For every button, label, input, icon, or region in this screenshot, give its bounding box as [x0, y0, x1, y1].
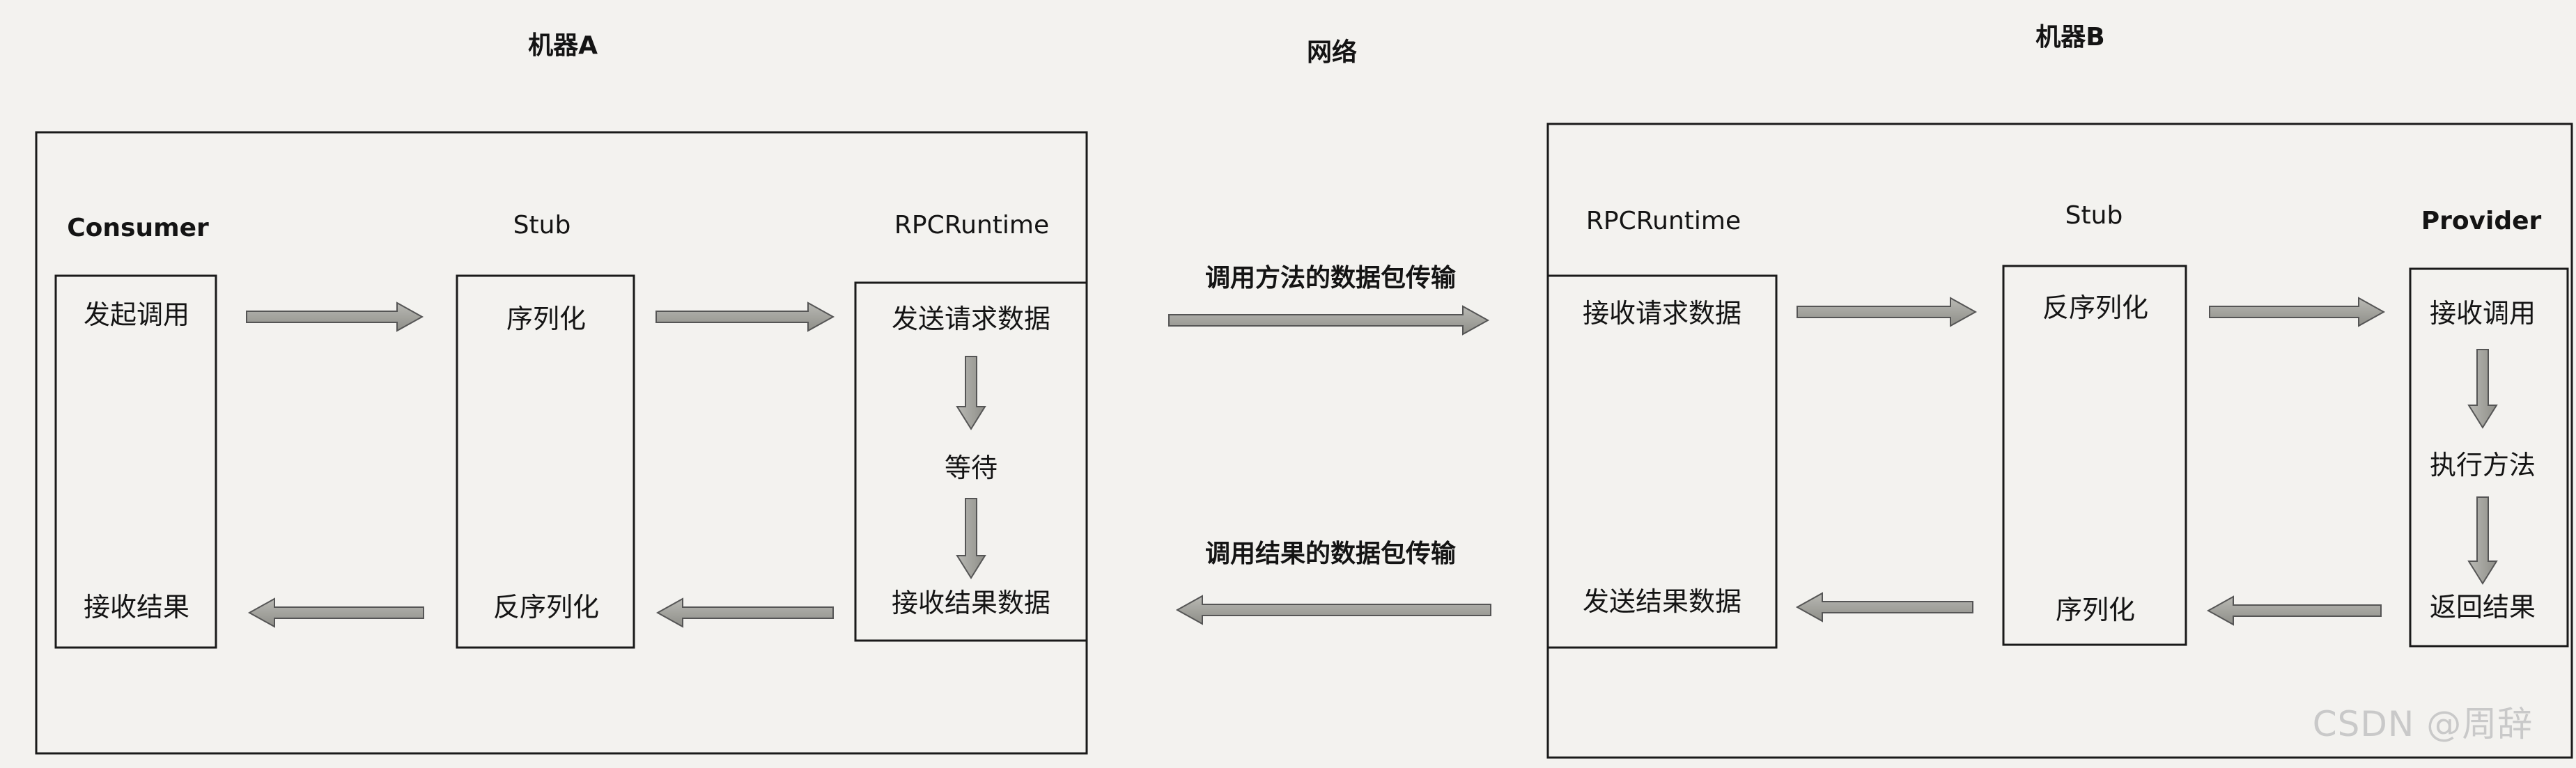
stub-b-title: Stub: [2065, 201, 2123, 230]
stub-a-serialize: 序列化: [506, 304, 587, 334]
arrow-receive-to-deserialize-a: [655, 597, 834, 628]
consumer-receive: 接收结果: [83, 592, 190, 622]
provider-box: [2409, 267, 2569, 648]
network-header: 网络: [1306, 38, 1358, 67]
arrow-execute-to-return: [2467, 496, 2498, 585]
consumer-box: [54, 274, 217, 649]
arrow-return-to-serialize: [2206, 595, 2382, 626]
arrow-deserialize-to-consumer: [247, 597, 424, 628]
runtime-a-wait: 等待: [944, 453, 998, 483]
arrow-send-to-wait: [956, 356, 986, 430]
arrow-receive-to-deserialize: [1797, 297, 1978, 327]
machine-a-header: 机器A: [528, 31, 598, 60]
arrow-wait-to-receive: [956, 498, 986, 579]
arrow-call-to-serialize: [246, 301, 424, 332]
runtime-b-receive: 接收请求数据: [1582, 298, 1742, 329]
provider-execute: 执行方法: [2429, 450, 2536, 480]
arrow-deserialize-to-provider: [2209, 297, 2386, 327]
runtime-a-box: [854, 281, 1088, 642]
arrow-network-request: [1168, 305, 1490, 336]
provider-receive: 接收调用: [2429, 298, 2536, 329]
arrow-network-response: [1175, 595, 1491, 625]
watermark: CSDN @周辞: [2312, 704, 2534, 744]
network-request-label: 调用方法的数据包传输: [1204, 264, 1457, 292]
runtime-a-send: 发送请求数据: [891, 304, 1051, 334]
runtime-b-box: [1546, 274, 1778, 649]
consumer-call: 发起调用: [83, 299, 190, 330]
consumer-title: Consumer: [67, 214, 209, 242]
arrow-serialize-to-send: [655, 301, 835, 332]
stub-b-deserialize: 反序列化: [2042, 292, 2149, 323]
stub-b-box: [2002, 265, 2187, 646]
stub-a-title: Stub: [513, 211, 571, 240]
stub-b-serialize: 序列化: [2055, 595, 2136, 625]
runtime-b-send: 发送结果数据: [1582, 586, 1742, 617]
arrow-serialize-to-send-result: [1795, 592, 1973, 622]
machine-b-header: 机器B: [2035, 23, 2105, 52]
stub-a-box: [456, 274, 635, 649]
provider-return: 返回结果: [2429, 592, 2536, 622]
provider-title: Provider: [2421, 207, 2542, 235]
runtime-a-receive: 接收结果数据: [891, 588, 1051, 618]
arrow-receive-to-execute: [2467, 349, 2498, 429]
runtime-a-title: RPCRuntime: [894, 211, 1050, 240]
stub-a-deserialize: 反序列化: [492, 592, 600, 622]
runtime-b-title: RPCRuntime: [1585, 207, 1741, 235]
network-response-label: 调用结果的数据包传输: [1204, 540, 1457, 568]
